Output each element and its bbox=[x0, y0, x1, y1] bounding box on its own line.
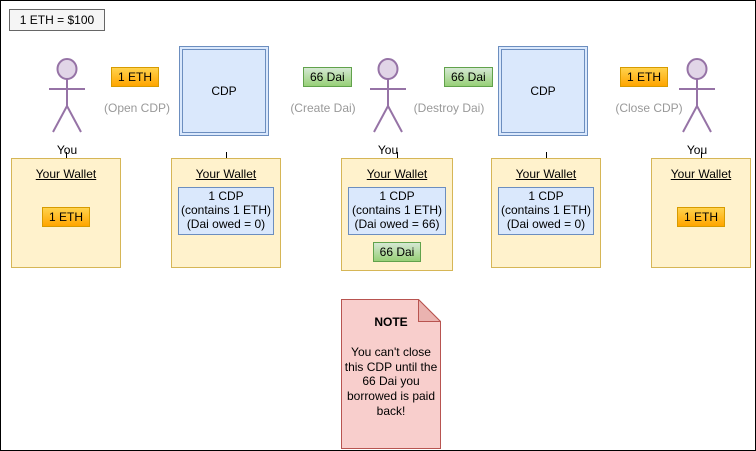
person-icon bbox=[49, 58, 85, 133]
person-you-left: You bbox=[45, 58, 89, 159]
wallet-card-3: Your Wallet 1 CDP (contains 1 ETH) (Dai … bbox=[341, 158, 453, 271]
token-chip-eth: 1 ETH bbox=[676, 207, 725, 227]
action-label-close-cdp: (Close CDP) bbox=[615, 101, 683, 115]
person-icon bbox=[370, 58, 406, 133]
eth-price-banner: 1 ETH = $100 bbox=[9, 9, 105, 31]
cdp-summary-line: 1 CDP bbox=[208, 189, 244, 203]
note-paper-icon bbox=[341, 299, 441, 449]
token-label-eth-close: 1 ETH bbox=[620, 67, 669, 87]
action-label-create-dai: (Create Dai) bbox=[290, 101, 356, 115]
note-sticky: NOTE You can't close this CDP until the … bbox=[341, 299, 441, 449]
token-label-dai-create: 66 Dai bbox=[303, 67, 352, 87]
person-you-middle: You bbox=[366, 58, 410, 159]
cdp-summary-line: 1 CDP bbox=[528, 189, 564, 203]
wallet-title: Your Wallet bbox=[670, 167, 732, 181]
note-body: You can't close this CDP until the 66 Da… bbox=[344, 345, 438, 418]
token-chip-dai: 66 Dai bbox=[372, 241, 422, 262]
wallet-title: Your Wallet bbox=[195, 167, 257, 181]
wallet-card-4: Your Wallet 1 CDP (contains 1 ETH) (Dai … bbox=[491, 158, 601, 268]
wallet-card-2: Your Wallet 1 CDP (contains 1 ETH) (Dai … bbox=[171, 158, 281, 268]
note-title: NOTE bbox=[374, 315, 408, 329]
person-icon bbox=[679, 58, 715, 133]
wallet-cdp-summary: 1 CDP (contains 1 ETH) (Dai owed = 0) bbox=[178, 187, 274, 235]
cdp-box-left: CDP bbox=[179, 46, 269, 136]
cdp-summary-line: (Dai owed = 0) bbox=[186, 216, 266, 231]
cdp-summary-line: (Dai owed = 66) bbox=[354, 216, 440, 231]
cdp-summary-line: (contains 1 ETH) bbox=[180, 202, 272, 217]
connector-stub bbox=[701, 152, 702, 158]
actor-label: You bbox=[54, 143, 80, 157]
wallet-card-5: Your Wallet 1 ETH bbox=[651, 158, 751, 268]
wallet-title: Your Wallet bbox=[366, 167, 428, 181]
connector-stub bbox=[397, 152, 398, 158]
connector-stub bbox=[226, 152, 227, 158]
actor-label: You bbox=[375, 143, 401, 157]
cdp-summary-line: (contains 1 ETH) bbox=[351, 202, 443, 217]
note-content: NOTE You can't close this CDP until the … bbox=[341, 299, 441, 418]
person-you-right: You bbox=[675, 58, 719, 159]
token-label-dai-destroy: 66 Dai bbox=[444, 67, 493, 87]
connector-stub bbox=[546, 152, 547, 158]
cdp-box-right: CDP bbox=[498, 46, 588, 136]
connector-stub bbox=[66, 152, 67, 158]
wallet-title: Your Wallet bbox=[515, 167, 577, 181]
token-label-eth-open: 1 ETH bbox=[111, 67, 160, 87]
cdp-box-label: CDP bbox=[501, 49, 585, 133]
cdp-summary-line: (Dai owed = 0) bbox=[506, 216, 586, 231]
cdp-box-label: CDP bbox=[182, 49, 266, 133]
wallet-title: Your Wallet bbox=[35, 167, 97, 181]
cdp-summary-line: (contains 1 ETH) bbox=[500, 202, 592, 217]
wallet-cdp-summary: 1 CDP (contains 1 ETH) (Dai owed = 66) bbox=[348, 187, 446, 235]
action-label-destroy-dai: (Destroy Dai) bbox=[413, 101, 485, 115]
wallet-cdp-summary: 1 CDP (contains 1 ETH) (Dai owed = 0) bbox=[498, 187, 594, 235]
token-chip-eth: 1 ETH bbox=[41, 207, 90, 227]
action-label-open-cdp: (Open CDP) bbox=[103, 101, 171, 115]
actor-label: You bbox=[684, 143, 710, 157]
wallet-card-1: Your Wallet 1 ETH bbox=[11, 158, 121, 268]
cdp-summary-line: 1 CDP bbox=[379, 189, 415, 203]
